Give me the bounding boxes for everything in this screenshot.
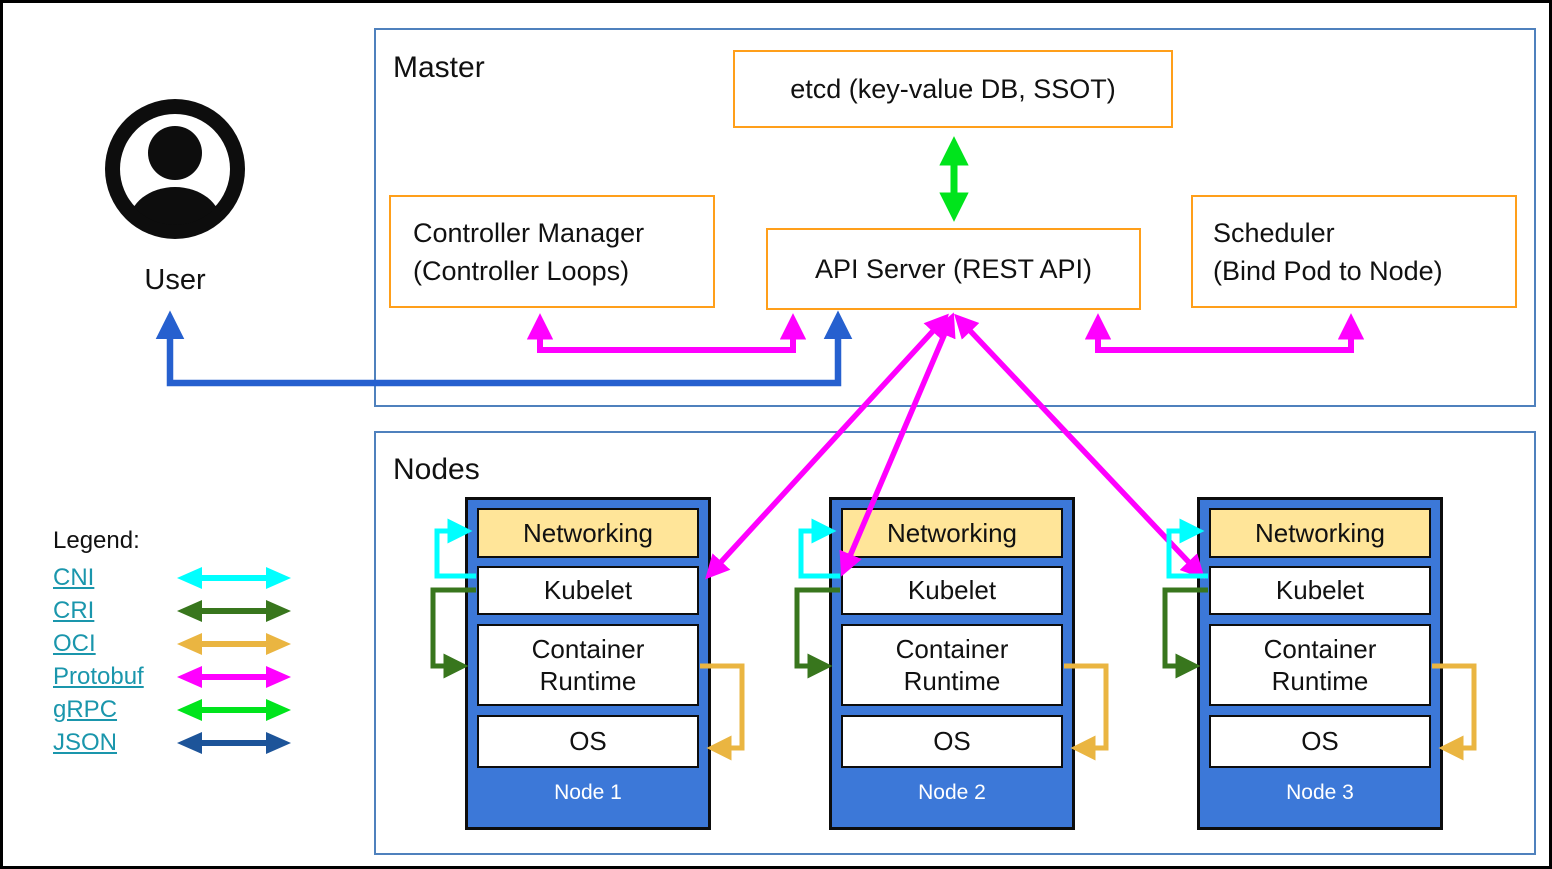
legend-row-cri: CRI: [53, 594, 293, 627]
controller-manager-box: Controller Manager (Controller Loops): [389, 195, 715, 308]
oci-arrow-sample: [177, 632, 291, 655]
scheduler-label-line2: (Bind Pod to Node): [1213, 255, 1443, 286]
legend-link-cni[interactable]: CNI: [53, 563, 95, 591]
nodes-group-title: Nodes: [393, 453, 480, 486]
legend-link-grpc[interactable]: gRPC: [53, 695, 118, 723]
cni-arrow-sample: [177, 566, 291, 589]
api-server-box: API Server (REST API): [766, 228, 1141, 310]
user-icon: [105, 99, 245, 239]
node-3-container-runtime-layer: Container Runtime: [1209, 624, 1431, 706]
etcd-box: etcd (key-value DB, SSOT): [733, 50, 1173, 128]
node-2-kubelet-layer: Kubelet: [841, 566, 1063, 615]
legend: Legend: CNI CRI OCI: [53, 527, 293, 759]
node-1-networking-layer: Networking: [477, 508, 699, 558]
legend-link-oci[interactable]: OCI: [53, 629, 96, 657]
api-server-label: API Server (REST API): [814, 253, 1093, 284]
controller-manager-label-line1: Controller Manager: [413, 217, 645, 248]
controller-manager-label-line2: (Controller Loops): [413, 255, 630, 286]
node-3: Networking Kubelet Container Runtime OS …: [1197, 497, 1443, 830]
grpc-arrow-sample: [177, 698, 291, 721]
legend-link-protobuf[interactable]: Protobuf: [53, 662, 144, 690]
node-3-kubelet-layer: Kubelet: [1209, 566, 1431, 615]
etcd-label: etcd (key-value DB, SSOT): [790, 73, 1116, 104]
node-1-label: Node 1: [554, 781, 622, 804]
protobuf-arrow-sample: [177, 665, 291, 688]
node-2-os-layer: OS: [841, 715, 1063, 768]
node-1: Networking Kubelet Container Runtime OS …: [465, 497, 711, 830]
node-1-kubelet-layer: Kubelet: [477, 566, 699, 615]
legend-row-grpc: gRPC: [53, 693, 293, 726]
node-1-os-layer: OS: [477, 715, 699, 768]
node-3-os-layer: OS: [1209, 715, 1431, 768]
cri-arrow-sample: [177, 599, 291, 622]
user-label: User: [144, 264, 206, 296]
node-3-networking-layer: Networking: [1209, 508, 1431, 558]
node-1-container-runtime-layer: Container Runtime: [477, 624, 699, 706]
legend-row-json: JSON: [53, 726, 293, 759]
node-2: Networking Kubelet Container Runtime OS …: [829, 497, 1075, 830]
node-2-container-runtime-layer: Container Runtime: [841, 624, 1063, 706]
legend-row-oci: OCI: [53, 627, 293, 660]
scheduler-box: Scheduler (Bind Pod to Node): [1191, 195, 1517, 308]
node-3-label: Node 3: [1286, 781, 1354, 804]
legend-link-json[interactable]: JSON: [53, 728, 118, 756]
legend-title: Legend:: [53, 527, 140, 554]
master-group-title: Master: [393, 51, 485, 84]
legend-row-cni: CNI: [53, 561, 293, 594]
legend-link-cri[interactable]: CRI: [53, 596, 95, 624]
node-2-networking-layer: Networking: [841, 508, 1063, 558]
legend-row-protobuf: Protobuf: [53, 660, 293, 693]
json-arrow-sample: [177, 731, 291, 754]
scheduler-label-line1: Scheduler: [1213, 217, 1335, 248]
node-2-label: Node 2: [918, 781, 986, 804]
